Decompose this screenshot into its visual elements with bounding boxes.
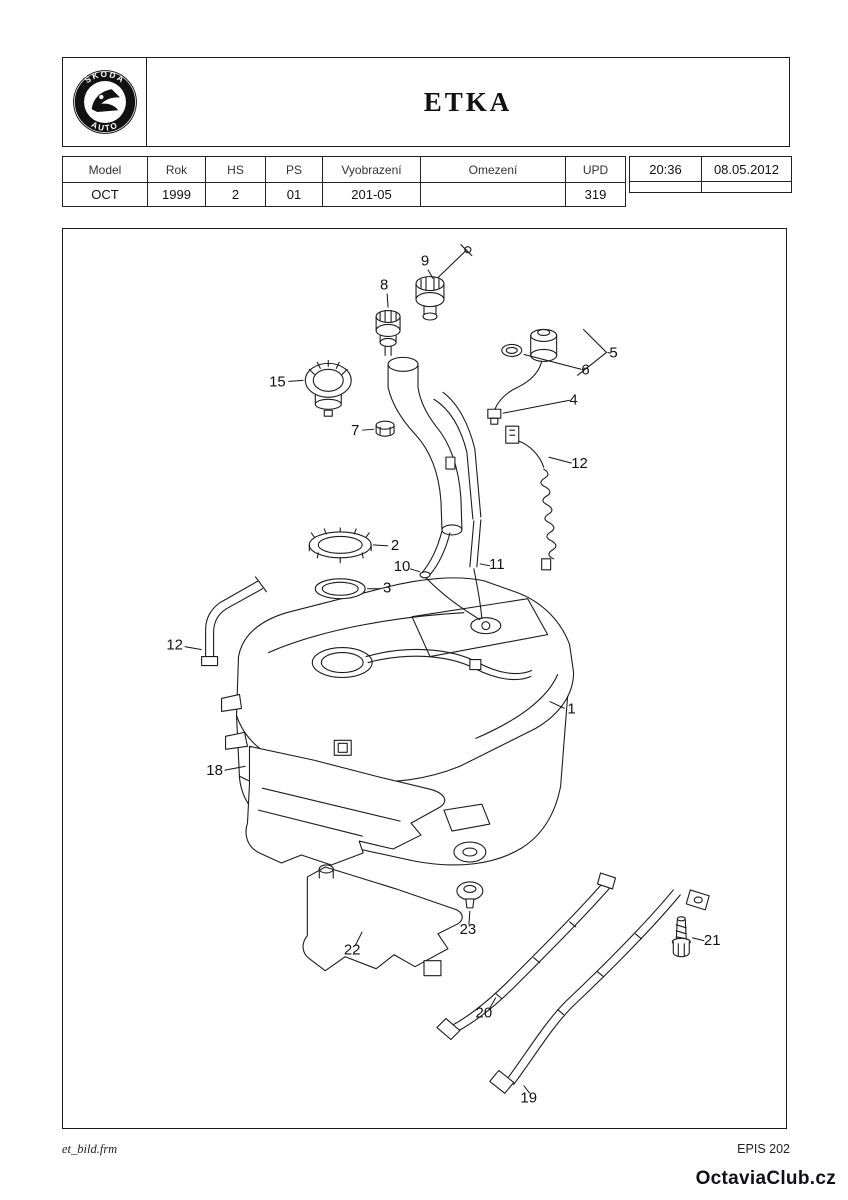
callout-leader-4: [502, 399, 570, 414]
sender-5-graphic: [530, 328, 608, 376]
callout-leader-20: [488, 997, 497, 1010]
callout-leader-21: [692, 937, 705, 942]
value-Model: OCT: [62, 182, 148, 207]
part-callout-15: 15: [269, 373, 286, 390]
part-callout-5: 5: [609, 344, 617, 361]
part-callout-22: 22: [344, 942, 361, 959]
strap-19-graphic: [489, 889, 710, 1094]
print-time: 20:36: [629, 156, 702, 182]
part-callout-4: 4: [569, 391, 577, 408]
lock-ring-2-graphic: [308, 527, 372, 564]
svg-text:AUTO: AUTO: [89, 120, 120, 133]
column-header-PS: PS: [265, 156, 323, 183]
time-date-table: 20:36 08.05.2012: [629, 156, 792, 193]
logo-winged-arrow: [91, 89, 120, 113]
part-callout-21: 21: [704, 932, 721, 949]
logo-inner-disc: [83, 81, 126, 123]
callout-leader-10: [409, 568, 421, 573]
skoda-logo-icon: ŠKODA AUTO: [72, 70, 137, 134]
value-PS: 01: [265, 182, 323, 207]
part-callout-6: 6: [581, 361, 589, 378]
part-callout-1: 1: [567, 700, 575, 717]
callout-leader-7: [362, 428, 375, 431]
page-title: ETKA: [147, 57, 790, 147]
date-blank-cell: [701, 181, 792, 193]
callout-leader-6: [523, 353, 582, 370]
column-header-Vyobrazení: Vyobrazení: [322, 156, 421, 183]
skoda-logo-box: ŠKODA AUTO: [62, 57, 147, 147]
value-UPD: 319: [565, 182, 626, 207]
seal-6-graphic: [501, 343, 523, 357]
callout-leader-15: [288, 379, 304, 382]
fuel-tank-1-graphic: [221, 577, 575, 866]
part-callout-7: 7: [351, 422, 359, 439]
vent-hose-12-graphic: [201, 576, 267, 667]
valve-8-graphic: [375, 309, 401, 356]
value-Vyobrazení: 201-05: [322, 182, 421, 207]
callout-leader-12: [184, 646, 202, 651]
part-callout-8: 8: [380, 277, 388, 294]
callout-leader-1: [549, 700, 565, 709]
callout-leader-23: [468, 910, 471, 925]
part-callout-19: 19: [520, 1089, 537, 1106]
part-callout-12: 12: [166, 637, 183, 654]
callout-leader-22: [354, 931, 363, 946]
logo-brand-bottom: AUTO: [89, 120, 118, 133]
part-callout-20: 20: [476, 1005, 493, 1022]
part-callout-9: 9: [421, 253, 429, 270]
callout-labels: 9 8 5 64 15 7 12 2 10 11 3 12 1 18 22 23 21 20 19: [166, 253, 720, 1107]
value-Rok: 1999: [147, 182, 206, 207]
fuel-cap-15-graphic: [304, 359, 352, 417]
footer-form-name: et_bild.frm: [62, 1142, 118, 1156]
column-header-Omezení: Omezení: [420, 156, 566, 183]
value-Omezení: [420, 182, 566, 207]
part-callout-11: 11: [489, 556, 505, 573]
print-date: 08.05.2012: [701, 156, 792, 182]
grommet-23-graphic: [456, 881, 484, 909]
callout-leader-12: [548, 456, 572, 464]
seal-3-graphic: [314, 578, 366, 600]
callout-leader-8: [386, 293, 389, 308]
part-callout-18: 18: [206, 762, 223, 779]
nut-7-graphic: [375, 420, 395, 437]
strap-20-graphic: [436, 872, 617, 1041]
octaviaclub-watermark: OctaviaClub.cz: [695, 1168, 836, 1189]
bracket-22-graphic: [302, 864, 463, 977]
wire-4-graphic: [487, 360, 543, 425]
callout-leader-9: [427, 269, 434, 279]
part-callout-3: 3: [383, 580, 391, 597]
part-callout-12: 12: [571, 455, 588, 472]
column-header-UPD: UPD: [565, 156, 626, 183]
heat-shield-18-graphic: [245, 745, 446, 866]
filler-pipe-graphic: [387, 356, 483, 621]
wire-harness-12-graphic: [505, 425, 557, 571]
screw-21-graphic: [671, 916, 691, 958]
callout-leader-19: [523, 1085, 531, 1094]
part-callout-23: 23: [460, 921, 477, 938]
fuel-tank-exploded-diagram: 9 8 5 64 15 7 12 2 10 11 3 12 1 18 22 23 21 20 19: [166, 244, 721, 1107]
callout-leader-5: [607, 351, 611, 354]
callout-leader-11: [479, 563, 490, 567]
footer-epis-label: EPIS 202: [737, 1142, 790, 1156]
valve-9-graphic: [415, 244, 473, 321]
column-header-Model: Model: [62, 156, 148, 183]
value-HS: 2: [205, 182, 266, 207]
callout-leader-2: [373, 544, 389, 547]
fuel-lines-graphic: [365, 648, 533, 681]
column-header-HS: HS: [205, 156, 266, 183]
part-callout-10: 10: [394, 558, 411, 575]
column-header-Rok: Rok: [147, 156, 206, 183]
page-header: ŠKODA AUTO ETKA: [62, 57, 790, 147]
page-footer: et_bild.frm EPIS 202: [62, 1142, 790, 1157]
callout-leader-18: [224, 765, 246, 771]
time-blank-cell: [629, 181, 702, 193]
part-callout-2: 2: [391, 537, 399, 554]
